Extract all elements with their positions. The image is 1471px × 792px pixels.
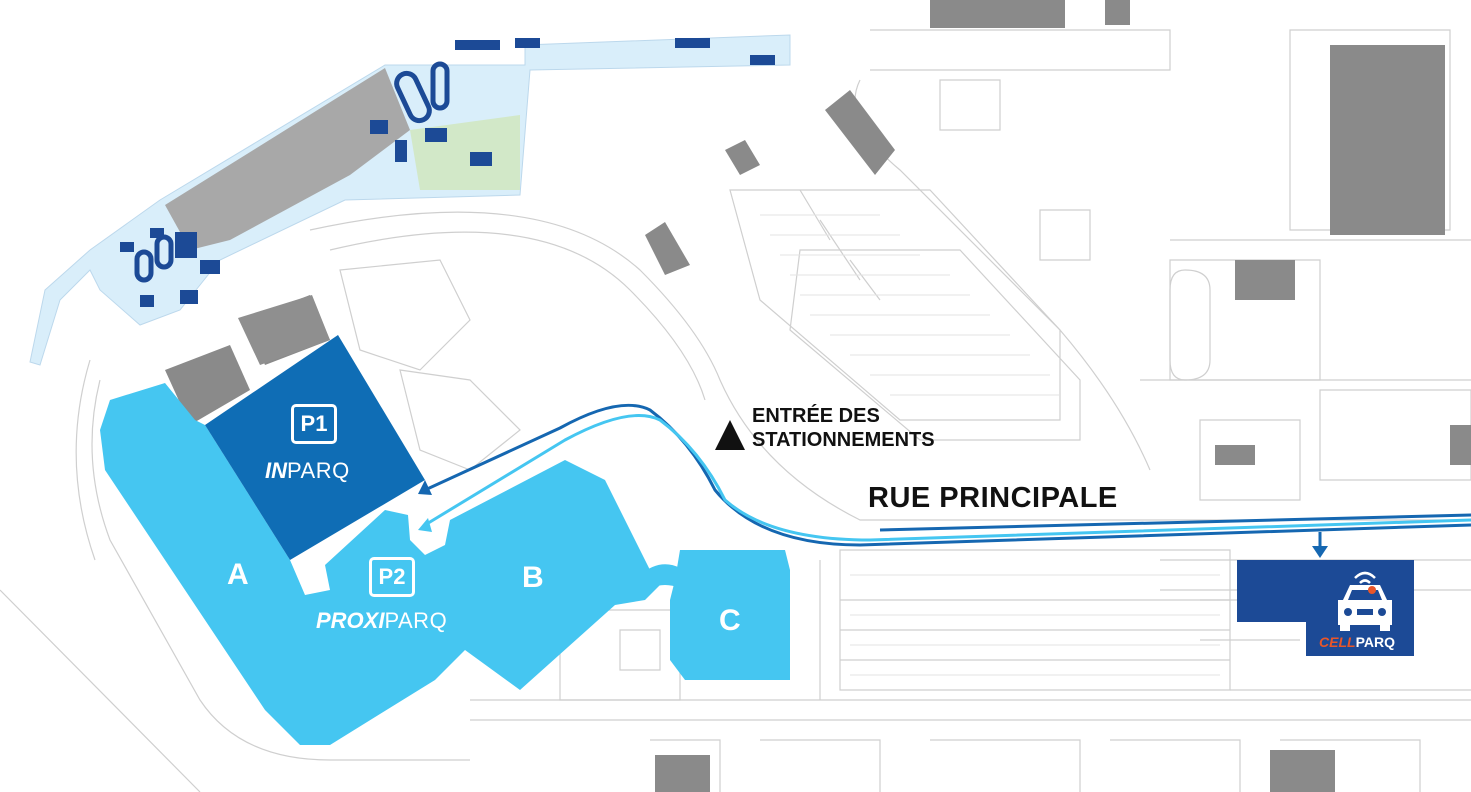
signal-icon — [1354, 571, 1376, 594]
p2-badge[interactable]: P2 — [369, 557, 415, 597]
terminal-blue-markers — [120, 38, 775, 307]
entry-arrow-icon — [715, 420, 745, 450]
p2-brand-bold: PROXI — [316, 608, 385, 633]
entry-label-line2: STATIONNEMENTS — [752, 429, 935, 451]
terminal-building — [29, 34, 791, 366]
entry-label-line1: ENTRÉE DES — [752, 405, 880, 427]
route-to-p2 — [424, 414, 1471, 542]
terminal-roof-gray — [165, 68, 410, 250]
zone-a-label[interactable]: A — [227, 558, 249, 591]
entry-label: ENTRÉE DES STATIONNEMENTS — [752, 404, 935, 452]
p2-brand[interactable]: PROXIPARQ — [316, 608, 447, 634]
route-arrow-icon — [418, 518, 432, 532]
p2-brand-regular: PARQ — [384, 608, 448, 633]
lot-c — [670, 550, 790, 680]
p1-brand-regular: PARQ — [287, 458, 350, 483]
route-arrow-icon — [418, 480, 432, 495]
gray-buildings — [165, 0, 1471, 792]
p1-badge[interactable]: P1 — [291, 404, 337, 444]
route-to-p1 — [424, 403, 1471, 547]
p2-proxiparq-lot — [100, 383, 660, 745]
route-main-street — [879, 513, 1471, 532]
lot-c-connector — [640, 564, 680, 588]
p1-roof-building — [238, 295, 330, 365]
route-arrow-icon — [1312, 546, 1328, 558]
p1-brand[interactable]: INPARQ — [265, 458, 350, 484]
cellparq-brand-bold: CELL — [1319, 634, 1356, 650]
street-label: RUE PRINCIPALE — [868, 482, 1118, 514]
cellparq-brand-regular: PARQ — [1355, 634, 1395, 650]
terminal-loops — [134, 61, 450, 283]
p1-inparq-lot — [205, 335, 425, 560]
cellparq-brand[interactable]: CELLPARQ — [1319, 634, 1395, 650]
p1-brand-bold: IN — [265, 458, 287, 483]
zone-b-label[interactable]: B — [522, 561, 544, 594]
background-outlines — [0, 29, 1471, 792]
zone-c-label[interactable]: C — [719, 604, 741, 637]
parking-stall-hatch — [760, 214, 1220, 676]
